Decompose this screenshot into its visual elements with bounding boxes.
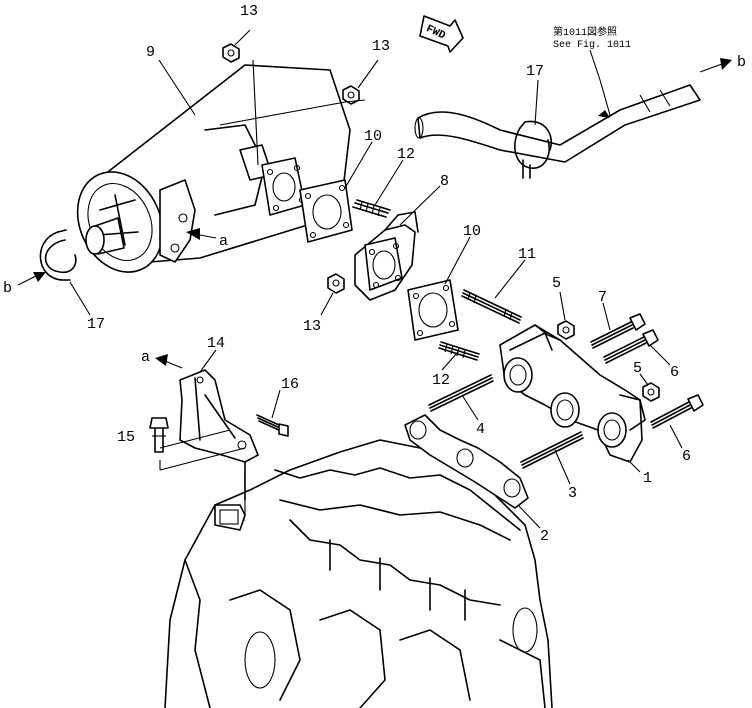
manifold-gasket (404, 414, 529, 509)
clamp-right (514, 120, 552, 179)
callout-10-lower: 10 (463, 223, 481, 240)
adapter (354, 211, 419, 301)
callout-1: 1 (643, 470, 652, 487)
callout-16: 16 (281, 376, 299, 393)
callout-5-upper: 5 (552, 275, 561, 292)
callout-17-right: 17 (526, 63, 544, 80)
callout-12-lower: 12 (432, 372, 450, 389)
callout-14: 14 (207, 335, 225, 352)
leader-lines (69, 29, 683, 529)
callout-numbers: 1 2 3 4 5 5 6 6 7 8 9 10 10 11 12 12 13 … (87, 3, 691, 545)
ref-letter-b-right: b (737, 54, 746, 71)
callout-5-lower: 5 (633, 360, 642, 377)
callout-17-left: 17 (87, 316, 105, 333)
callout-4: 4 (476, 421, 485, 438)
ref-letter-a-upper: a (219, 233, 228, 250)
ref-letter-a-lower: a (141, 349, 150, 366)
callout-6-upper: 6 (670, 364, 679, 381)
nut-5-upper (557, 320, 575, 340)
bolt-6-upper (603, 329, 659, 364)
bolt-7 (590, 313, 646, 349)
callout-10-upper: 10 (364, 128, 382, 145)
callout-13-top-left: 13 (240, 3, 258, 20)
exhaust-pipe (414, 84, 701, 163)
callout-2: 2 (540, 528, 549, 545)
ref-letter-b-left: b (3, 280, 12, 297)
bolt-16 (256, 414, 289, 437)
callout-15: 15 (117, 429, 135, 446)
stud-lower (438, 341, 480, 361)
bolt-6-lower (650, 394, 704, 429)
muffler (76, 64, 351, 273)
nut-top-2 (342, 85, 360, 105)
gasket-upper (299, 179, 353, 243)
stud-upper (352, 199, 391, 218)
callout-13-left: 13 (303, 318, 321, 335)
nut-5-lower (642, 382, 660, 402)
clamp-left (39, 229, 77, 281)
callout-13-top-right: 13 (372, 38, 390, 55)
ref-arrows (17, 58, 732, 369)
stud-long (461, 289, 522, 324)
bolt-15 (149, 417, 169, 453)
callout-6-lower: 6 (682, 448, 691, 465)
callout-3: 3 (568, 485, 577, 502)
muffler-outlet-flange (261, 157, 306, 216)
bracket (179, 369, 259, 463)
gasket-lower (407, 279, 459, 341)
stud-3 (520, 431, 584, 469)
figure-ref-en: See Fig. 1011 (553, 39, 631, 51)
fwd-arrow-icon: FWD (419, 15, 464, 53)
exhaust-manifold (499, 324, 646, 463)
callout-11: 11 (518, 246, 536, 263)
callout-7: 7 (598, 289, 607, 306)
nut-left (327, 273, 345, 294)
callout-9: 9 (146, 44, 155, 61)
engine-block (164, 439, 553, 708)
nut-top-1 (222, 43, 240, 63)
callout-8: 8 (440, 173, 449, 190)
callout-12-upper: 12 (397, 146, 415, 163)
figure-ref-jp: 第1011図参照 (553, 25, 617, 39)
